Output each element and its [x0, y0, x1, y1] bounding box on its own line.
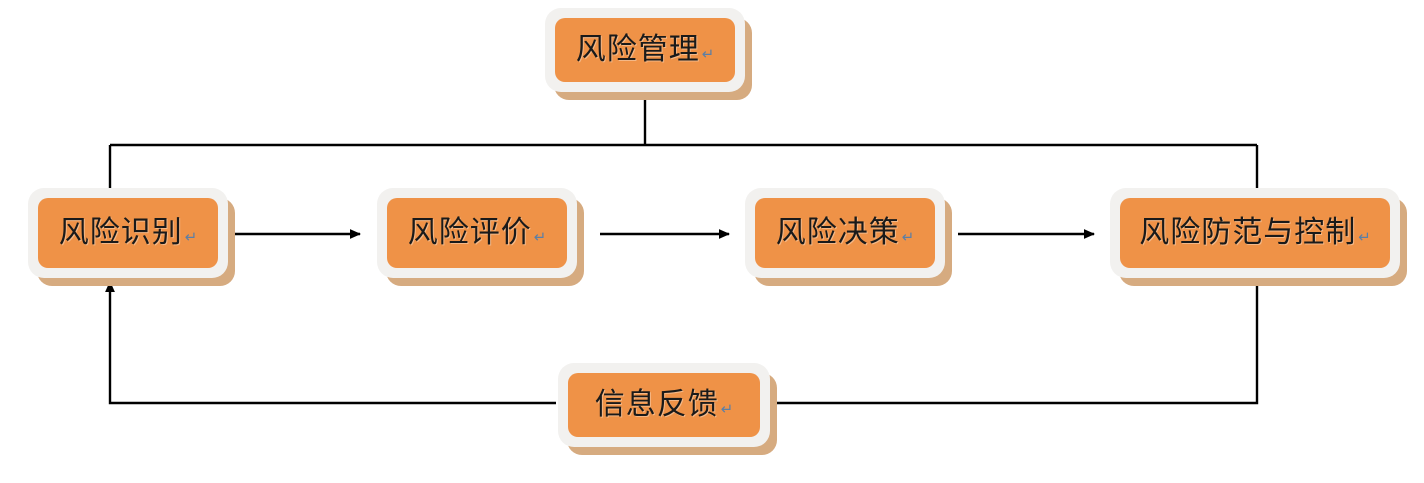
edge-prevention-to-feedback: [773, 279, 1259, 405]
node-risk-evaluation[interactable]: 风险评价 ↵: [377, 188, 577, 278]
node-risk-decision[interactable]: 风险决策 ↵: [745, 188, 945, 278]
node-risk-identification-body: 风险识别 ↵: [38, 198, 218, 268]
node-information-feedback-label: 信息反馈: [594, 388, 719, 421]
node-risk-management[interactable]: 风险管理 ↵: [545, 8, 745, 92]
node-risk-management-body: 风险管理 ↵: [555, 18, 735, 82]
paragraph-mark-icon: ↵: [184, 228, 198, 246]
node-risk-prevention-control-body: 风险防范与控制 ↵: [1120, 198, 1390, 268]
node-risk-identification-label: 风险识别: [58, 216, 183, 249]
node-risk-evaluation-label: 风险评价: [407, 216, 532, 249]
paragraph-mark-icon: ↵: [533, 228, 547, 246]
node-risk-prevention-control-label: 风险防范与控制: [1139, 216, 1357, 249]
node-risk-decision-label: 风险决策: [775, 216, 900, 249]
node-risk-decision-body: 风险决策 ↵: [755, 198, 935, 268]
paragraph-mark-icon: ↵: [1358, 228, 1371, 246]
edge-feedback-to-identification: [105, 281, 556, 405]
node-risk-prevention-control[interactable]: 风险防范与控制 ↵: [1110, 188, 1400, 278]
paragraph-mark-icon: ↵: [701, 45, 715, 63]
node-information-feedback[interactable]: 信息反馈 ↵: [558, 363, 770, 447]
paragraph-mark-icon: ↵: [901, 228, 915, 246]
node-risk-identification[interactable]: 风险识别 ↵: [28, 188, 228, 278]
node-risk-management-label: 风险管理: [575, 33, 700, 66]
node-information-feedback-body: 信息反馈 ↵: [568, 373, 760, 437]
node-risk-evaluation-body: 风险评价 ↵: [387, 198, 567, 268]
paragraph-mark-icon: ↵: [720, 400, 734, 418]
